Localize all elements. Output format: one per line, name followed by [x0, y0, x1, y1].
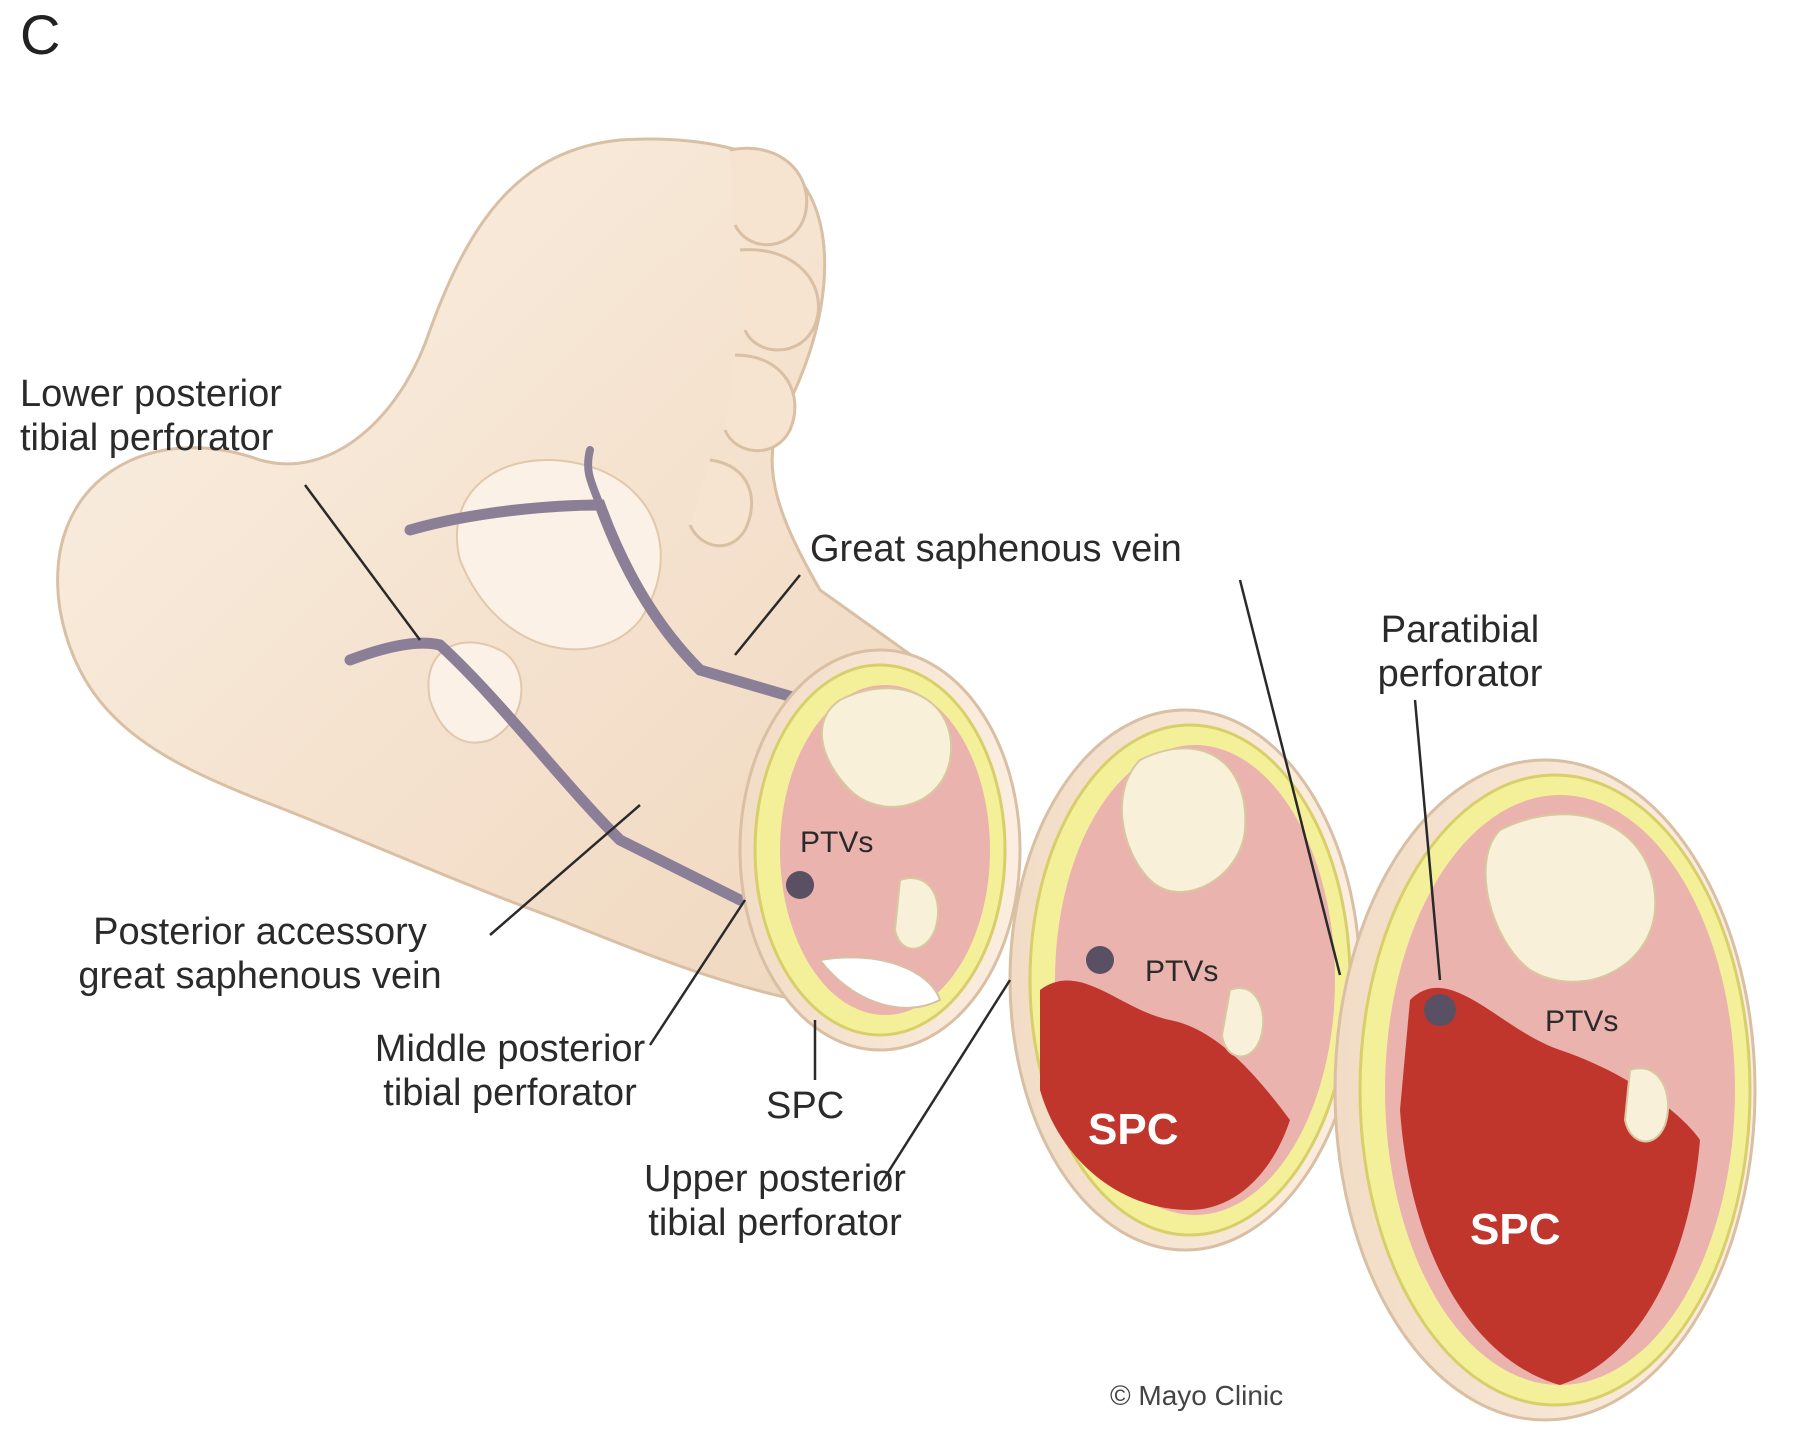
label-lower-posterior-tibial-perforator: Lower posterior tibial perforator: [20, 372, 282, 460]
copyright-credit: © Mayo Clinic: [1110, 1380, 1284, 1411]
leader-upper-ptp: [878, 979, 1012, 1186]
leader-paratibial: [1413, 699, 1442, 981]
label-upper-ptp-line2: tibial perforator: [648, 1202, 902, 1244]
label-paratibial-perforator: Paratibial perforator: [1350, 608, 1570, 696]
cross-section-2: [1008, 708, 1362, 1252]
label-pagsv-line1: Posterior accessory: [93, 911, 427, 953]
cross-section-3: [1333, 758, 1757, 1422]
label-middle-posterior-tibial-perforator: Middle posterior tibial perforator: [330, 1027, 690, 1115]
label-paratibial-line2: perforator: [1377, 653, 1543, 695]
label-ptvs-section3: PTVs: [1545, 1005, 1619, 1038]
label-paratibial-line1: Paratibial: [1380, 609, 1540, 651]
leader-middle-ptp: [648, 899, 747, 1046]
panel-label: C: [20, 3, 61, 66]
label-great-saphenous-vein: Great saphenous vein: [810, 528, 1182, 570]
label-middle-ptp-line2: tibial perforator: [383, 1072, 637, 1114]
leader-gsv-section: [1238, 579, 1342, 976]
leader-lines: [303, 484, 1442, 1186]
label-spc-section3: SPC: [1470, 1205, 1561, 1254]
label-lower-ptp-line1: Lower posterior: [20, 373, 282, 415]
label-upper-ptp-line1: Upper posterior: [644, 1158, 906, 1200]
label-spc: SPC: [766, 1085, 845, 1127]
great-saphenous-vein-path: [404, 446, 826, 711]
label-ptvs-section2: PTVs: [1145, 955, 1219, 988]
label-spc-section2: SPC: [1088, 1105, 1179, 1154]
label-middle-ptp-line1: Middle posterior: [374, 1028, 646, 1070]
leader-lower-ptp: [303, 484, 422, 641]
label-upper-posterior-tibial-perforator: Upper posterior tibial perforator: [600, 1157, 950, 1245]
posterior-accessory-gsv-path: [344, 637, 746, 906]
leader-gsv-foot: [734, 574, 801, 656]
label-lower-ptp-line2: tibial perforator: [20, 417, 274, 459]
label-ptvs-section1: PTVs: [800, 826, 874, 859]
label-pagsv-line2: great saphenous vein: [78, 955, 442, 997]
cross-section-1: [738, 648, 1022, 1052]
leader-pagsv: [489, 804, 641, 936]
label-posterior-accessory-gsv: Posterior accessory great saphenous vein: [40, 910, 480, 998]
